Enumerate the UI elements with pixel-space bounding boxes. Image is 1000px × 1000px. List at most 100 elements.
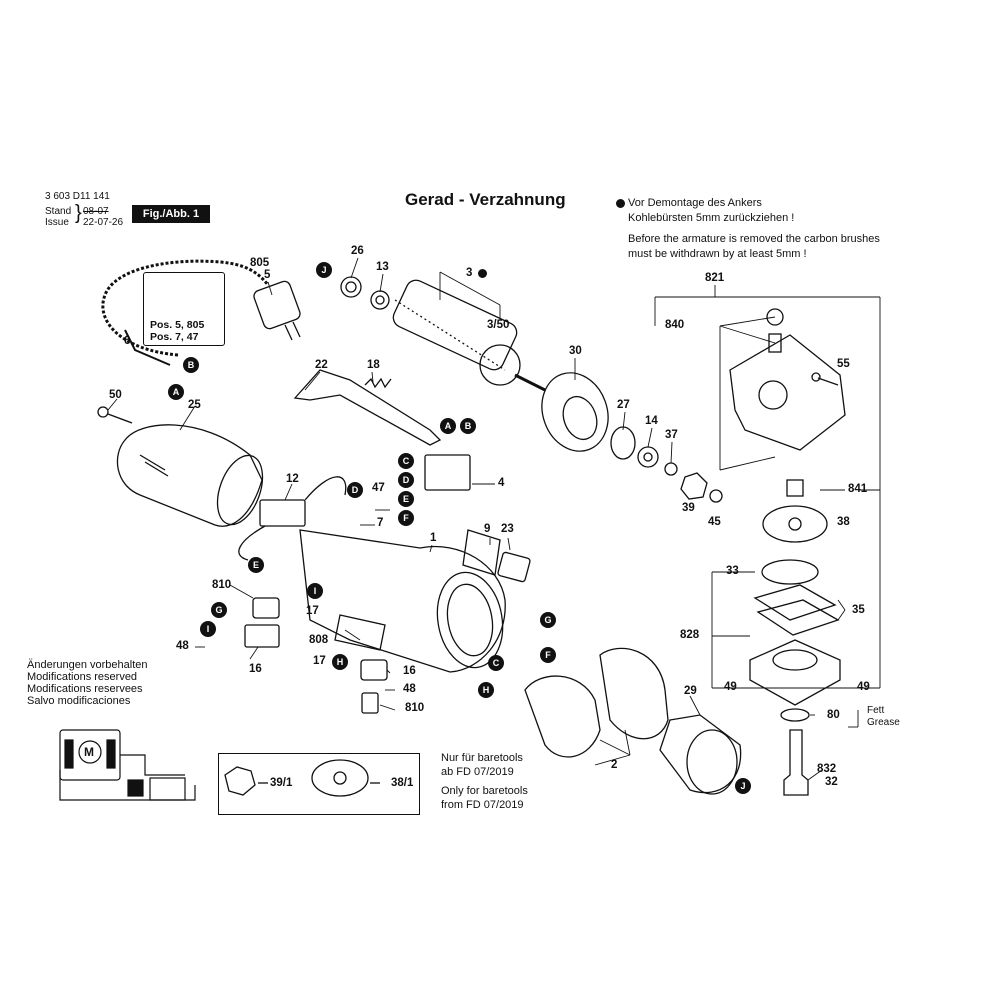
part-label-45: 45 <box>708 516 721 528</box>
warning-line2: Pos. 7, 47 <box>150 331 199 343</box>
part-label-48-right: 48 <box>403 683 416 695</box>
badge-j-guard: J <box>735 778 751 794</box>
changes-notice-de: Änderungen vorbehalten <box>27 659 148 671</box>
motor-symbol: M <box>84 745 94 759</box>
part-label-1: 1 <box>430 532 437 544</box>
badge-f-switch: F <box>398 510 414 526</box>
stand-date: 08-07 <box>83 206 109 217</box>
part-label-841: 841 <box>848 483 868 495</box>
gear-head-drawing <box>729 308 846 451</box>
part-label-30: 30 <box>569 345 582 357</box>
part-label-5: 5 <box>264 269 271 281</box>
badge-i-brush: I <box>307 583 323 599</box>
part-label-9: 9 <box>484 523 491 535</box>
warning-line1: Pos. 5, 805 <box>150 319 205 331</box>
part-label-29: 29 <box>684 685 697 697</box>
changes-notice-fr: Modifications reservees <box>27 683 143 695</box>
part-label-47: 47 <box>372 482 385 494</box>
part-label-17-bottom: 17 <box>313 655 326 667</box>
main-housing-drawing <box>299 529 506 673</box>
badge-h-coil: H <box>478 682 494 698</box>
part-label-37: 37 <box>665 429 678 441</box>
part-label-39-1: 39/1 <box>270 777 293 789</box>
bullet-icon <box>616 199 625 208</box>
badge-h-brush: H <box>332 654 348 670</box>
part-label-7: 7 <box>377 517 384 529</box>
part-label-38: 38 <box>837 516 850 528</box>
part-number: 3 603 D11 141 <box>45 191 110 202</box>
part-label-55: 55 <box>837 358 850 370</box>
part-label-35: 35 <box>852 604 865 616</box>
baretools-en-line2: from FD 07/2019 <box>441 799 524 811</box>
part-label-16-right: 16 <box>403 665 416 677</box>
armature-drawing <box>392 279 546 392</box>
issue-date: 22-07-26 <box>83 217 124 228</box>
part-label-49-left: 49 <box>724 681 737 693</box>
part-label-6: 6 <box>124 335 131 347</box>
part-label-12: 12 <box>286 473 299 485</box>
part-label-32: 32 <box>825 776 838 788</box>
motor-housing-drawing <box>116 424 264 527</box>
notice-de-line2: Kohlebürsten 5mm zurückziehen ! <box>628 212 795 224</box>
part-label-48-left: 48 <box>176 640 189 652</box>
badge-d-brush: D <box>347 482 363 498</box>
figure-label: Fig./Abb. 1 <box>132 205 210 223</box>
part-label-808: 808 <box>309 634 329 646</box>
badge-c-coil: C <box>488 655 504 671</box>
badge-e-brush: E <box>248 557 264 573</box>
badge-i-left: I <box>200 621 216 637</box>
baretools-inset-box <box>218 753 420 815</box>
badge-g-coil: G <box>540 612 556 628</box>
changes-notice-en: Modifications reserved <box>27 671 138 683</box>
badge-a-cord: A <box>168 384 184 400</box>
gear-39-1-drawing <box>224 766 256 796</box>
issue-label: Issue <box>45 217 69 228</box>
badge-a-switch: A <box>440 418 456 434</box>
part-label-22: 22 <box>315 359 328 371</box>
grease-de: Fett <box>867 705 885 716</box>
badge-b-cord: B <box>183 357 199 373</box>
grease-en: Grease <box>867 717 900 728</box>
badge-g-brush: G <box>211 602 227 618</box>
part-label-50: 50 <box>109 389 122 401</box>
part-label-39: 39 <box>682 502 695 514</box>
power-cord-drawing <box>101 259 301 366</box>
badge-c-switch: C <box>398 453 414 469</box>
badge-d-switch: D <box>398 472 414 488</box>
screw-50-drawing <box>97 406 133 424</box>
part-label-805: 805 <box>250 257 270 269</box>
part-label-80: 80 <box>827 709 840 721</box>
page-title: Gerad - Verzahnung <box>405 190 566 209</box>
part-label-27: 27 <box>617 399 630 411</box>
part-label-23: 23 <box>501 523 514 535</box>
part-label-3-50: 3/50 <box>487 319 510 331</box>
notice-en-line1: Before the armature is removed the carbo… <box>628 233 880 245</box>
part-label-33: 33 <box>726 565 739 577</box>
badge-f-coil: F <box>540 647 556 663</box>
changes-notice-es: Salvo modificaciones <box>27 695 131 707</box>
stand-issue-brace: } <box>75 202 82 224</box>
part-3-marker-icon <box>478 269 487 278</box>
part-label-14: 14 <box>645 415 658 427</box>
part-label-832: 832 <box>817 763 837 775</box>
part-label-49-right: 49 <box>857 681 870 693</box>
warning-box: Pos. 5, 805 Pos. 7, 47 <box>143 272 225 346</box>
part-label-810-top: 810 <box>212 579 232 591</box>
notice-en-line2: must be withdrawn by at least 5mm ! <box>628 248 807 260</box>
part-label-840: 840 <box>665 319 685 331</box>
part-label-4: 4 <box>498 477 505 489</box>
wiring-schematic <box>59 729 196 801</box>
part-label-821: 821 <box>705 272 725 284</box>
part-label-2: 2 <box>611 759 618 771</box>
baretools-en-line1: Only for baretools <box>441 785 528 797</box>
stand-label: Stand <box>45 206 72 217</box>
part-label-25: 25 <box>188 399 201 411</box>
baretools-de-line1: Nur für baretools <box>441 752 523 764</box>
part-label-26: 26 <box>351 245 364 257</box>
part-label-38-1: 38/1 <box>391 777 414 789</box>
badge-j-top: J <box>316 262 332 278</box>
part-label-13: 13 <box>376 261 389 273</box>
part-label-18: 18 <box>367 359 380 371</box>
